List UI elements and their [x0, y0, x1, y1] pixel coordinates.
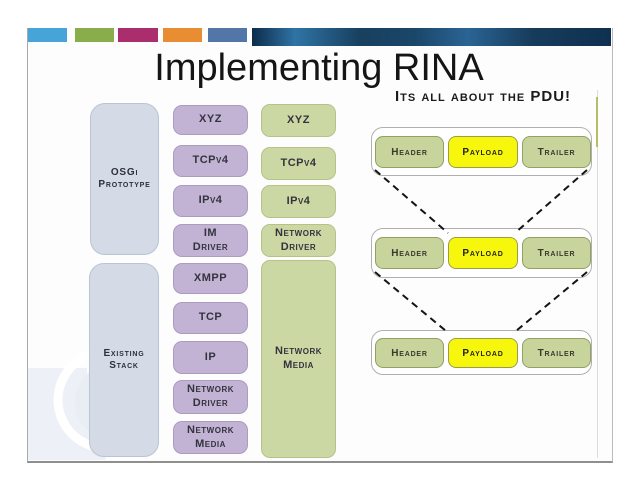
topbar-segment-magenta: [118, 28, 158, 42]
purple-box-xyz: XYZ: [173, 105, 248, 135]
pdu-row-2: Header Payload Trailer: [371, 228, 592, 278]
purple-box-ip-label: IP: [204, 350, 217, 363]
green-box-network-driver: Network Driver: [261, 224, 336, 257]
purple-box-ipv4: IPv4: [173, 185, 248, 217]
pdu-row2-payload-cell: Payload: [448, 237, 518, 269]
pdu-row1-header-label: Header: [391, 146, 428, 158]
box-osgi-prototype: OSGi Prototype: [90, 103, 159, 255]
topbar-segment-orange: [163, 28, 202, 42]
purple-box-tcp: TCP: [173, 302, 248, 334]
pdu-row2-payload-label: Payload: [462, 247, 504, 259]
purple-box-im-driver: IM Driver: [173, 224, 248, 257]
pdu-row-1: Header Payload Trailer: [371, 127, 592, 176]
pdu-row2-trailer-label: Trailer: [537, 247, 576, 259]
purple-box-xmpp: XMPP: [173, 263, 248, 294]
topbar-segment-green: [75, 28, 114, 42]
box-osgi-prototype-label: OSGi Prototype: [98, 166, 151, 191]
purple-box-tcp-label: TCP: [198, 311, 223, 324]
pdu-row3-header-label: Header: [391, 347, 428, 359]
purple-box-ipv4-label: IPv4: [198, 194, 223, 207]
pdu-row1-payload-cell: Payload: [448, 136, 518, 168]
green-box-tcpv4: TCPv4: [261, 147, 336, 180]
box-existing-stack: Existing Stack: [89, 263, 159, 457]
purple-box-network-driver-label: Network Driver: [187, 383, 234, 409]
green-box-network-media-label: Network Media: [275, 345, 322, 371]
green-box-network-driver-label: Network Driver: [275, 226, 322, 253]
pdu-row3-header-cell: Header: [375, 338, 444, 368]
purple-box-tcpv4-label: TCPv4: [192, 154, 229, 167]
box-existing-stack-label: Existing Stack: [103, 347, 145, 372]
green-box-xyz-label: XYZ: [287, 113, 310, 126]
purple-box-xmpp-label: XMPP: [193, 271, 228, 284]
purple-box-network-driver: Network Driver: [173, 380, 248, 414]
green-box-ipv4-label: IPv4: [286, 194, 311, 207]
green-box-tcpv4-label: TCPv4: [280, 156, 317, 169]
green-box-network-media: Network Media: [261, 260, 336, 458]
green-box-xyz: XYZ: [261, 104, 336, 137]
pdu-row3-trailer-label: Trailer: [537, 347, 576, 359]
purple-box-xyz-label: XYZ: [199, 113, 222, 126]
pdu-row1-payload-label: Payload: [462, 146, 504, 158]
topbar-main-bar: [252, 28, 611, 46]
green-box-ipv4: IPv4: [261, 185, 336, 218]
purple-box-tcpv4: TCPv4: [173, 145, 248, 177]
purple-box-im-driver-label: IM Driver: [192, 226, 229, 253]
pdu-row2-header-cell: Header: [375, 237, 444, 269]
purple-box-ip: IP: [173, 341, 248, 374]
pdu-row3-payload-cell: Payload: [448, 338, 518, 368]
purple-box-network-media-label: Network Media: [187, 423, 234, 450]
pdu-row1-trailer-cell: Trailer: [522, 136, 591, 168]
topbar-segment-slate: [208, 28, 247, 42]
pdu-row3-payload-label: Payload: [462, 347, 504, 359]
pdu-row1-header-cell: Header: [375, 136, 444, 168]
slide-title: Implementing RINA: [154, 47, 484, 89]
purple-box-network-media: Network Media: [173, 421, 248, 454]
pdu-row2-trailer-cell: Trailer: [522, 237, 591, 269]
topbar-segment-blue: [28, 28, 67, 42]
pdu-row3-trailer-cell: Trailer: [522, 338, 591, 368]
pdu-heading: Its all about the PDU!: [394, 88, 572, 105]
pdu-row1-trailer-label: Trailer: [537, 146, 576, 158]
pdu-row2-header-label: Header: [391, 247, 428, 259]
pdu-row-3: Header Payload Trailer: [371, 330, 592, 375]
